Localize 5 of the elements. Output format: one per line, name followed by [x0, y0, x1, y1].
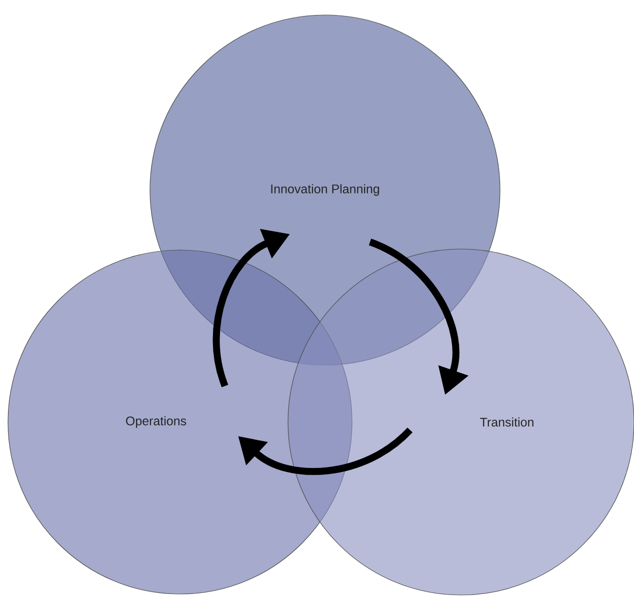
circle-label: Innovation Planning	[271, 184, 380, 196]
circle-label: Transition	[480, 417, 534, 427]
circle	[288, 248, 634, 596]
circle-label: Operations	[126, 416, 186, 428]
circle	[8, 250, 352, 594]
